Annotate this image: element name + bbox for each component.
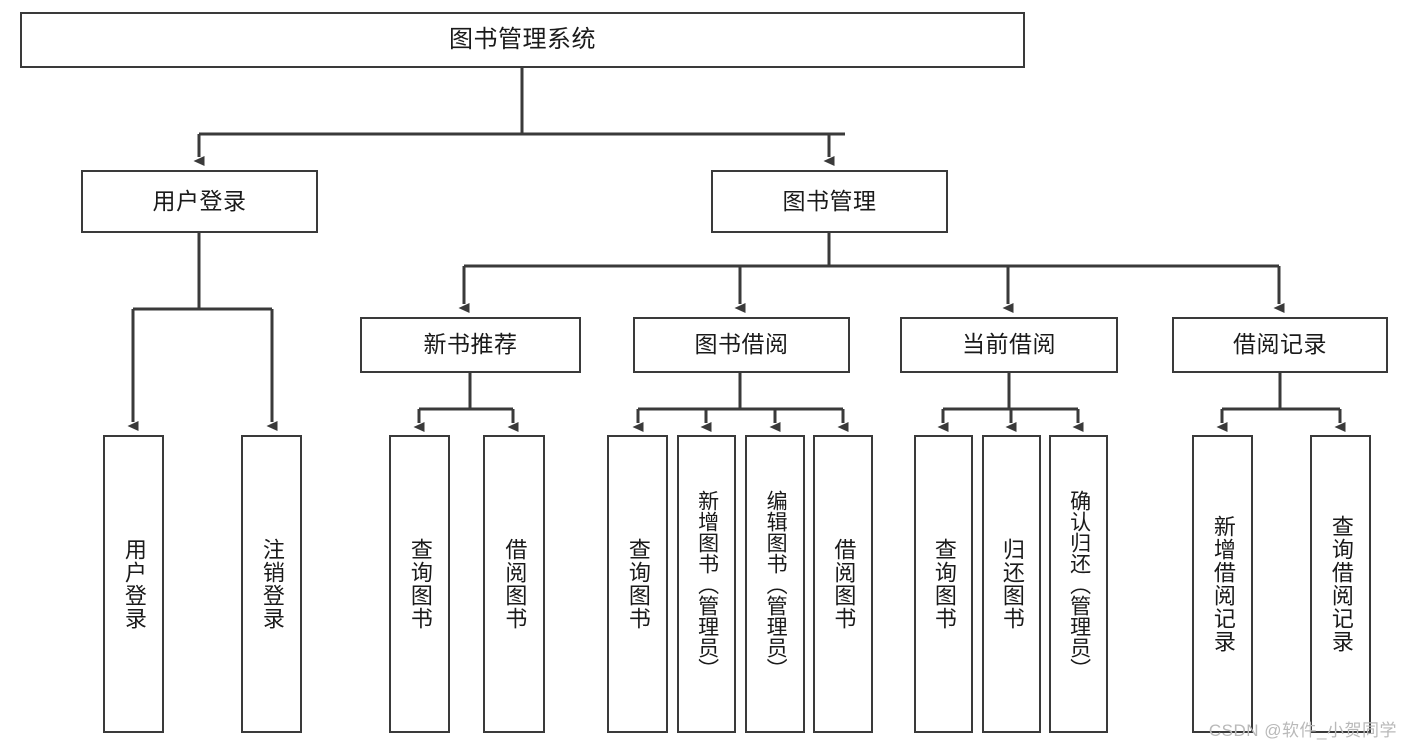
node-leaf-query-book-3[interactable]: 查询图书 <box>914 435 973 733</box>
csdn-watermark: CSDN @软件_小贺同学 <box>1208 721 1397 740</box>
node-borrow-record-label: 借阅记录 <box>1233 331 1327 358</box>
node-leaf-add-record[interactable]: 新增借阅记录 <box>1192 435 1253 733</box>
node-leaf-add-record-label: 新增借阅记录 <box>1210 515 1236 653</box>
node-book-manage[interactable]: 图书管理 <box>711 170 948 233</box>
node-leaf-add-book[interactable]: 新增图书（管理员） <box>677 435 736 733</box>
node-current-borrow[interactable]: 当前借阅 <box>900 317 1118 373</box>
node-leaf-add-book-label: 新增图书（管理员） <box>695 489 719 679</box>
node-leaf-query-record[interactable]: 查询借阅记录 <box>1310 435 1371 733</box>
node-leaf-return-book-label: 归还图书 <box>999 538 1025 630</box>
node-leaf-confirm-return-label: 确认归还（管理员） <box>1067 489 1091 679</box>
node-leaf-query-record-label: 查询借阅记录 <box>1328 515 1354 653</box>
node-leaf-borrow-book-1-label: 借阅图书 <box>502 538 528 630</box>
node-leaf-borrow-book-2[interactable]: 借阅图书 <box>813 435 873 733</box>
node-leaf-query-book-3-label: 查询图书 <box>931 538 957 630</box>
node-leaf-user-login[interactable]: 用户登录 <box>103 435 164 733</box>
node-root[interactable]: 图书管理系统 <box>20 12 1025 68</box>
node-leaf-query-book-2[interactable]: 查询图书 <box>607 435 668 733</box>
node-book-borrow[interactable]: 图书借阅 <box>633 317 850 373</box>
node-new-book-recommend-label: 新书推荐 <box>423 331 518 358</box>
node-user-login-label: 用户登录 <box>152 187 247 214</box>
node-borrow-record[interactable]: 借阅记录 <box>1172 317 1388 373</box>
node-leaf-query-book-1[interactable]: 查询图书 <box>389 435 450 733</box>
node-leaf-logout[interactable]: 注销登录 <box>241 435 302 733</box>
node-book-borrow-label: 图书借阅 <box>694 331 789 358</box>
node-leaf-logout-label: 注销登录 <box>259 538 285 630</box>
node-root-label: 图书管理系统 <box>449 25 596 53</box>
node-leaf-query-book-2-label: 查询图书 <box>625 538 651 630</box>
node-leaf-confirm-return[interactable]: 确认归还（管理员） <box>1049 435 1108 733</box>
node-book-manage-label: 图书管理 <box>782 187 877 214</box>
node-leaf-return-book[interactable]: 归还图书 <box>982 435 1041 733</box>
node-leaf-query-book-1-label: 查询图书 <box>407 538 433 630</box>
node-leaf-edit-book[interactable]: 编辑图书（管理员） <box>745 435 805 733</box>
node-leaf-borrow-book-2-label: 借阅图书 <box>831 538 857 630</box>
node-leaf-borrow-book-1[interactable]: 借阅图书 <box>483 435 545 733</box>
node-leaf-user-login-label: 用户登录 <box>121 538 147 630</box>
node-new-book-recommend[interactable]: 新书推荐 <box>360 317 581 373</box>
node-leaf-edit-book-label: 编辑图书（管理员） <box>764 489 788 679</box>
node-current-borrow-label: 当前借阅 <box>962 331 1056 358</box>
node-user-login[interactable]: 用户登录 <box>81 170 318 233</box>
